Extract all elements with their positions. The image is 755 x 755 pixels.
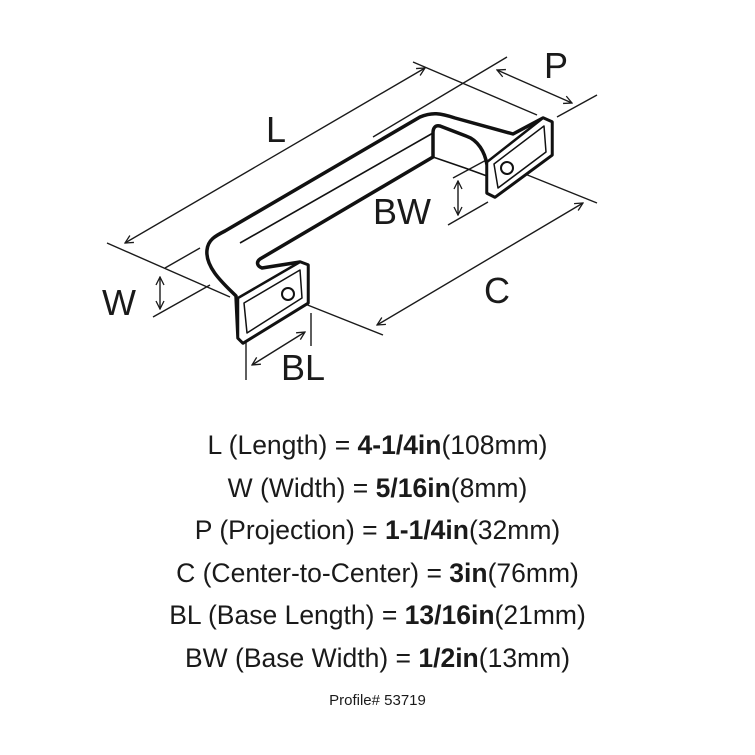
l-extension-right: [412, 61, 538, 116]
c-dimension-arrow: [377, 203, 583, 325]
spec-metric: (76mm): [487, 557, 579, 588]
spec-metric: (13mm): [478, 642, 571, 673]
bw-extension-top: [452, 157, 491, 179]
spec-center-to-center: C (Center-to-Center) = 3in(76mm): [0, 552, 755, 595]
spec-projection: P (Projection) = 1-1/4in(32mm): [0, 509, 755, 552]
spec-code: C: [176, 557, 196, 588]
spec-value: 1-1/4in: [385, 515, 469, 545]
label-bw: BW: [373, 191, 431, 232]
spec-value: 1/2in: [418, 642, 479, 673]
spec-base-length: BL (Base Length) = 13/16in(21mm): [0, 594, 755, 637]
spec-name: (Length) =: [221, 430, 358, 460]
spec-code: BL: [169, 600, 201, 630]
spec-value: 13/16in: [404, 600, 495, 630]
c-extension-right: [519, 171, 598, 204]
spec-width: W (Width) = 5/16in(8mm): [0, 467, 755, 510]
spec-code: W: [227, 472, 253, 503]
specifications-list: L (Length) = 4-1/4in(108mm) W (Width) = …: [0, 424, 755, 679]
spec-value: 5/16in: [375, 472, 451, 503]
label-l: L: [266, 109, 286, 150]
spec-metric: (21mm): [494, 600, 586, 630]
spec-code: BW: [184, 642, 228, 673]
spec-length: L (Length) = 4-1/4in(108mm): [0, 424, 755, 467]
screw-hole-right-icon: [500, 161, 514, 175]
spec-value: 4-1/4in: [357, 430, 442, 460]
bw-extension-bottom: [447, 201, 489, 226]
spec-metric: (8mm): [450, 472, 528, 503]
spec-code: L: [207, 430, 222, 460]
spec-value: 3in: [449, 557, 488, 588]
p-dimension-arrow: [497, 70, 572, 103]
profile-number: Profile# 53719: [329, 692, 426, 709]
spec-name: (Width) =: [252, 472, 376, 503]
screw-hole-left-icon: [281, 287, 295, 301]
p-extension-top: [372, 56, 508, 138]
w-extension-bottom: [152, 284, 211, 318]
spec-metric: (32mm): [468, 515, 561, 545]
label-w: W: [102, 282, 136, 323]
spec-base-width: BW (Base Width) = 1/2in(13mm): [0, 637, 755, 680]
spec-name: (Projection) =: [211, 515, 386, 545]
bl-dimension-arrow: [252, 332, 305, 365]
spec-code: P: [194, 515, 212, 545]
c-extension-left: [294, 299, 384, 336]
w-extension-top: [164, 247, 201, 269]
label-bl: BL: [281, 347, 325, 388]
l-extension-left: [106, 242, 231, 298]
spec-metric: (108mm): [441, 430, 548, 460]
label-c: C: [484, 270, 510, 311]
l-dimension-arrow: [125, 68, 425, 243]
spec-name: (Center-to-Center) =: [195, 557, 450, 588]
cabinet-pull-handle: [205, 112, 554, 345]
p-extension-right: [556, 94, 598, 118]
spec-name: (Base Length) =: [200, 600, 405, 630]
label-p: P: [544, 45, 568, 86]
spec-name: (Base Width) =: [227, 642, 419, 673]
